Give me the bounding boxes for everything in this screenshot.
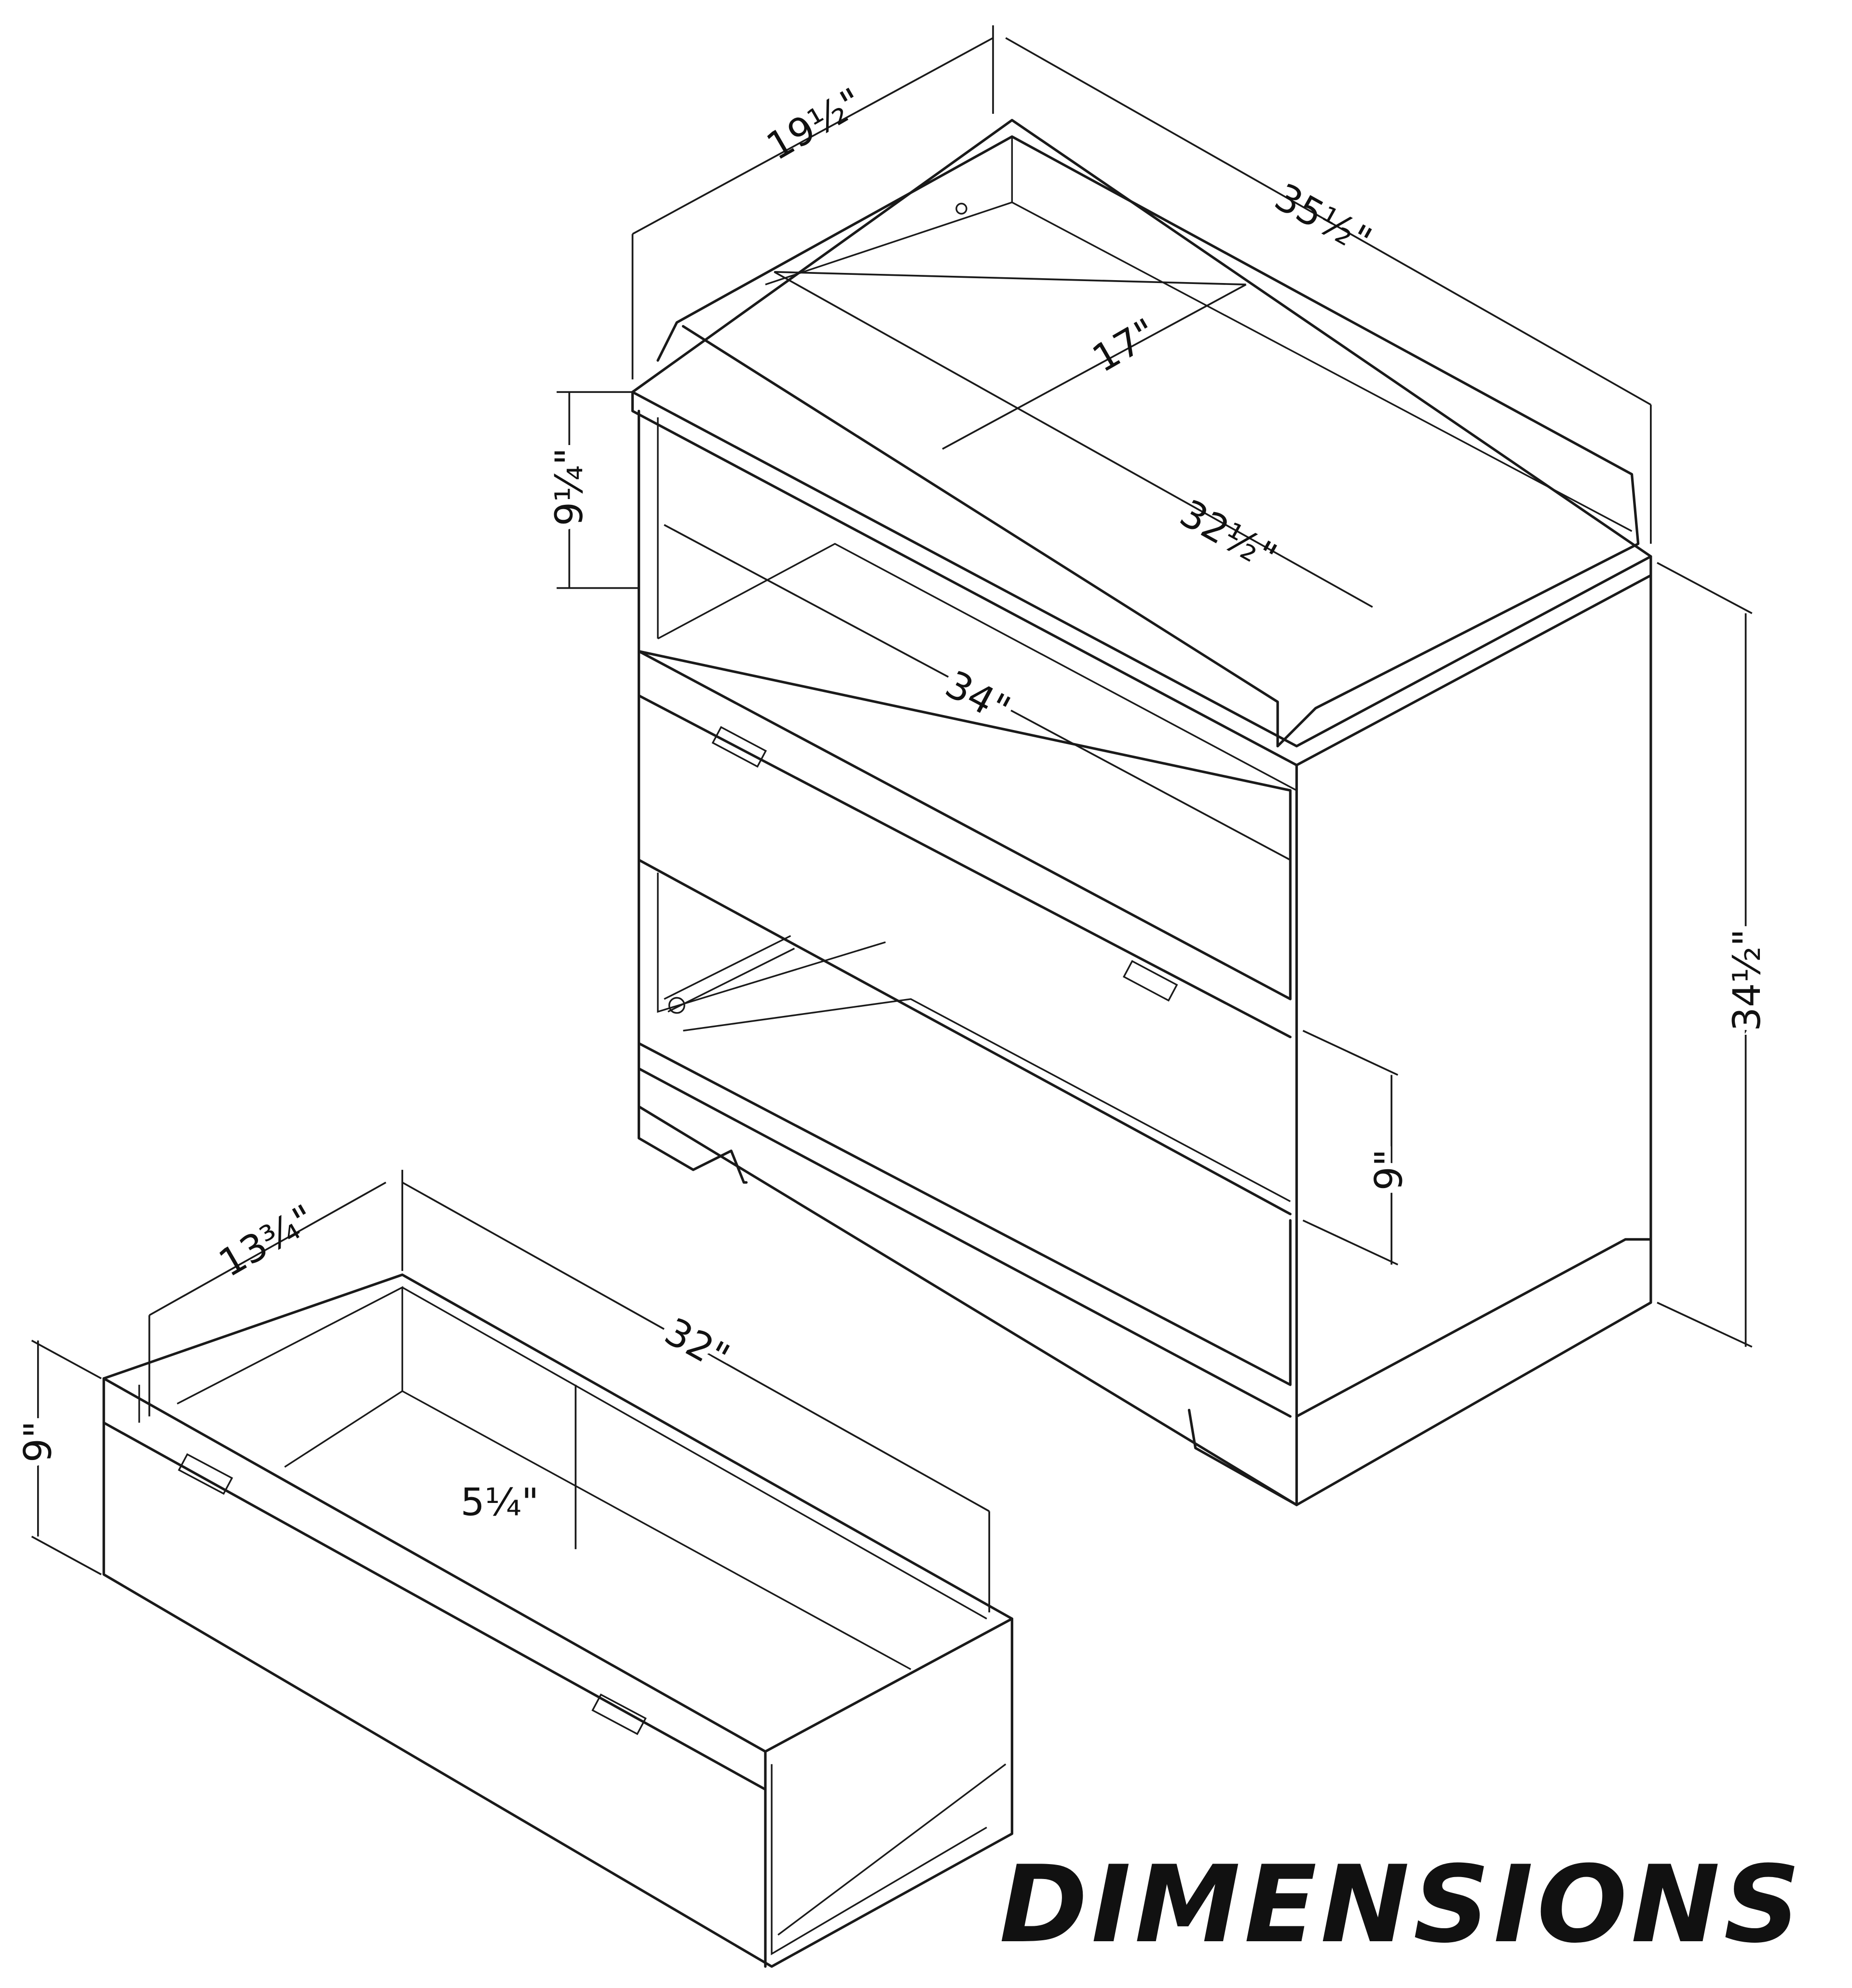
label-drawer-front-height: 9" [1367, 1149, 1411, 1190]
label-drawer-height: 9" [16, 1421, 60, 1462]
dresser-dimension-lines [557, 25, 1753, 1348]
drawer-drawing [102, 1273, 1013, 1968]
label-tray-depth: 17" [1085, 310, 1164, 381]
label-depth: 19½" [759, 80, 870, 169]
label-tray-width: 32½" [1173, 491, 1284, 580]
changing-dresser-drawing [631, 119, 1652, 1506]
label-drawer-interior-height: 5¼" [461, 1480, 539, 1525]
label-interior-width: 34" [939, 662, 1018, 732]
dimensions-title: DIMENSIONS [999, 1843, 1804, 1966]
label-drawer-width: 32" [657, 1309, 736, 1380]
label-drawer-depth: 13¾" [211, 1196, 322, 1285]
label-height: 34½" [1725, 929, 1769, 1031]
drawer-dimension-lines [31, 1170, 990, 1613]
label-width: 35½" [1267, 175, 1379, 263]
label-shelf-height: 9¼" [547, 448, 591, 526]
